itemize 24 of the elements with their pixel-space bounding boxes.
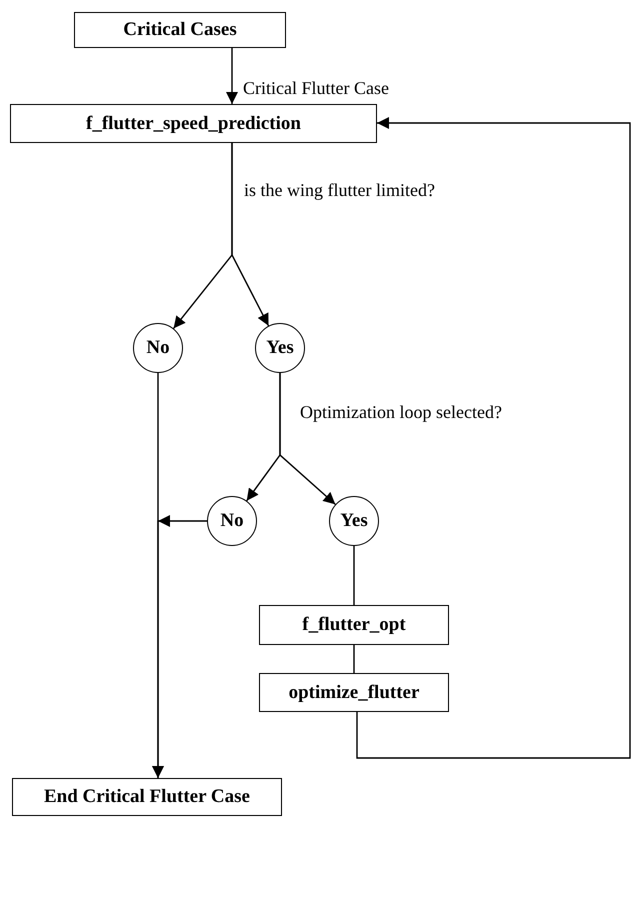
question-label: is the wing flutter limited?	[244, 180, 435, 201]
decision-circle	[133, 323, 183, 373]
process-box	[259, 673, 449, 712]
decision-circle	[255, 323, 305, 373]
process-box	[259, 605, 449, 645]
decision-circle	[207, 496, 257, 546]
node-label: Yes	[340, 510, 368, 532]
arrow	[279, 373, 336, 505]
decision-circle	[329, 496, 379, 546]
node-label: Yes	[266, 337, 294, 359]
arrow	[356, 117, 631, 759]
node-label: f_flutter_speed_prediction	[86, 112, 301, 134]
node-label: End Critical Flutter Case	[44, 786, 250, 808]
arrow	[152, 373, 164, 778]
process-box	[10, 104, 377, 143]
node-label: optimize_flutter	[288, 682, 420, 704]
node-label: f_flutter_opt	[302, 614, 406, 636]
node-label: No	[220, 510, 244, 532]
node-label: No	[146, 337, 170, 359]
arrow	[226, 48, 238, 104]
process-box	[12, 778, 282, 816]
process-box	[74, 12, 286, 48]
arrow	[231, 143, 270, 326]
node-label: Critical Cases	[123, 19, 237, 41]
